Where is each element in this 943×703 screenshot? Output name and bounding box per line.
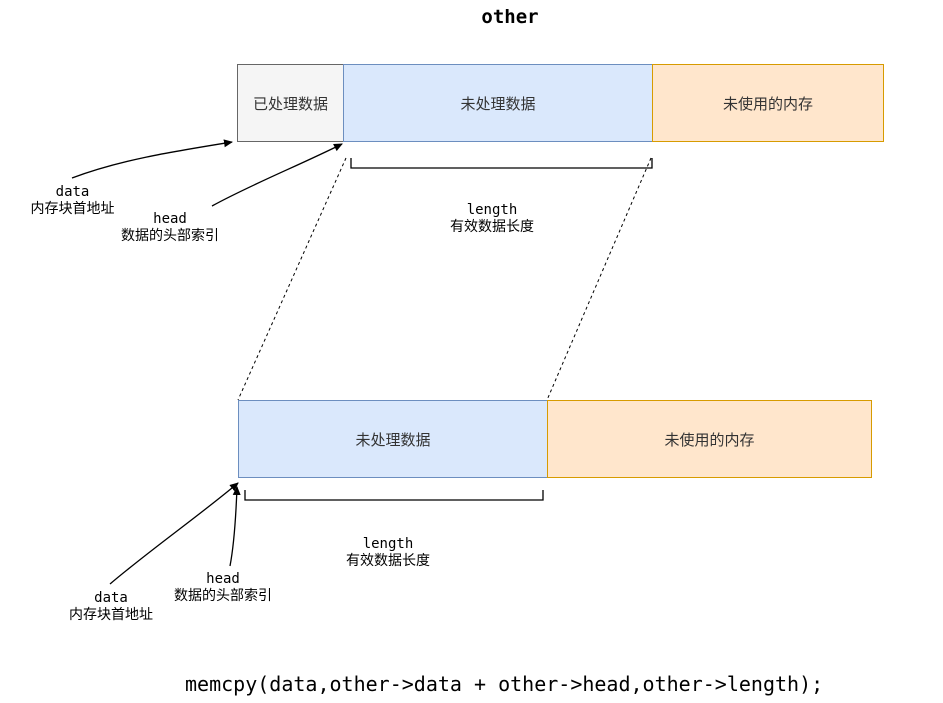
length-desc: 有效数据长度 (346, 553, 430, 569)
memcpy-code: memcpy(data,other->data + other->head,ot… (185, 672, 824, 696)
length-desc: 有效数据长度 (450, 219, 534, 235)
data-name: data (94, 590, 128, 606)
length-brace-top (350, 158, 653, 169)
head-desc: 数据的头部索引 (174, 588, 272, 604)
head-arrow-top (211, 143, 343, 207)
head-desc: 数据的头部索引 (121, 228, 219, 244)
data-name: data (55, 184, 90, 200)
data-arrow-bottom (109, 482, 239, 585)
head-name: head (153, 211, 187, 227)
unused-memory-label: 未使用的内存 (722, 94, 813, 113)
length-label-bottom: length 有效数据长度 (328, 536, 448, 570)
projection-line-right (546, 157, 652, 401)
length-label-top: length 有效数据长度 (432, 202, 552, 236)
unused-memory-block-bottom: 未使用的内存 (547, 400, 872, 478)
length-name: length (466, 202, 518, 218)
head-name: head (206, 571, 240, 587)
length-brace-bottom (244, 490, 544, 501)
length-name: length (362, 536, 414, 552)
data-arrow-top (71, 139, 233, 179)
data-label-top: data 内存块首地址 (20, 184, 125, 218)
head-label-top: head 数据的头部索引 (105, 211, 235, 245)
unprocessed-data-block-bottom: 未处理数据 (238, 400, 548, 478)
data-desc: 内存块首地址 (69, 607, 153, 623)
data-label-bottom: data 内存块首地址 (56, 590, 166, 624)
projection-line-left (237, 157, 347, 401)
unprocessed-data-label: 未处理数据 (460, 94, 536, 113)
head-arrow-bottom (229, 486, 241, 567)
unused-memory-label: 未使用的内存 (664, 430, 755, 449)
unprocessed-data-block-top: 未处理数据 (343, 64, 653, 142)
data-desc: 内存块首地址 (30, 201, 115, 217)
processed-data-label: 已处理数据 (252, 94, 328, 113)
diagram-title: other (481, 6, 539, 28)
head-label-bottom: head 数据的头部索引 (158, 571, 288, 605)
unprocessed-data-label: 未处理数据 (355, 430, 431, 449)
unused-memory-block-top: 未使用的内存 (652, 64, 884, 142)
processed-data-block-top: 已处理数据 (237, 64, 344, 142)
